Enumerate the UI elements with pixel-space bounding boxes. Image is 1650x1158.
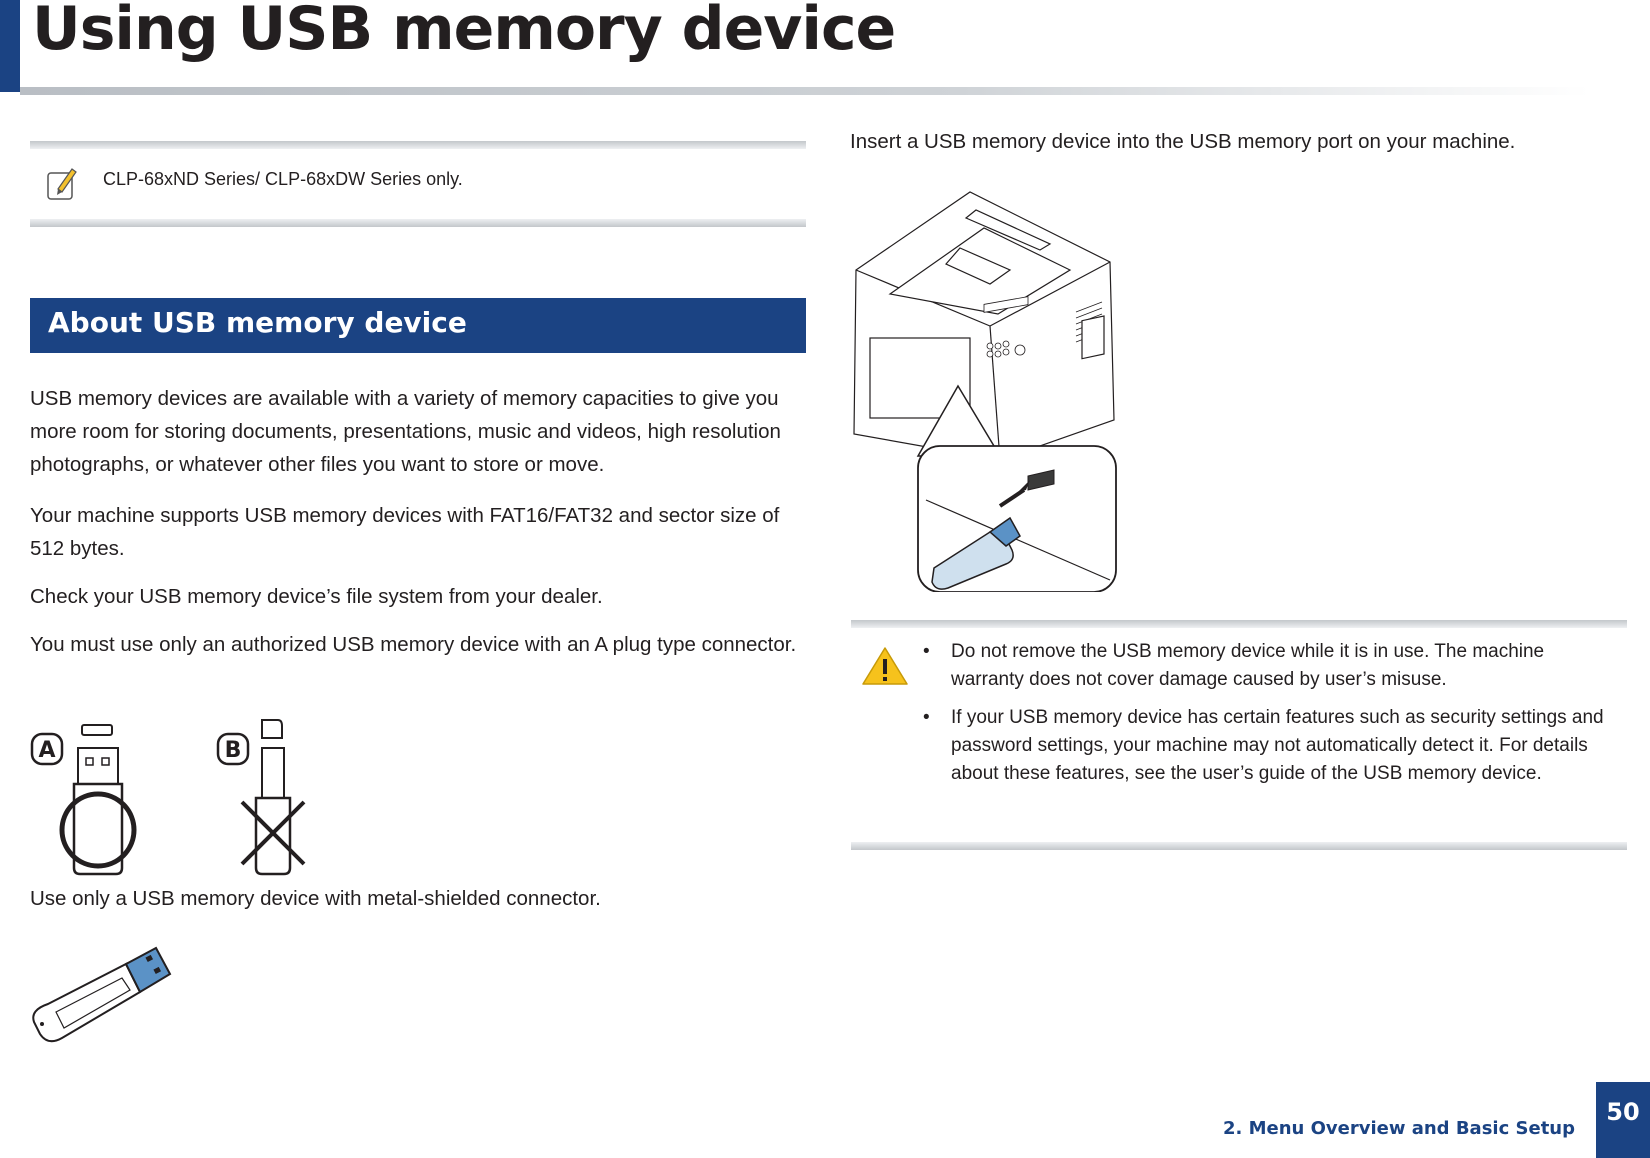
paragraph-file-system: Your machine supports USB memory devices…: [30, 504, 780, 560]
printer-illustration: [853, 191, 1115, 461]
usb-stick-illustration: [32, 946, 172, 1043]
title-accent-bar: [0, 0, 20, 92]
caution-box-bottom-shade: [851, 842, 1627, 850]
plug-a-label: A: [38, 738, 55, 763]
paragraph-capacities: USB memory devices are available with a …: [30, 387, 781, 476]
zoom-callout: [916, 384, 1117, 592]
note-text: CLP-68xND Series/ CLP-68xDW Series only.: [103, 169, 463, 189]
bullet-marker: •: [923, 641, 930, 662]
section-heading: About USB memory device: [30, 298, 806, 353]
section-heading-text: About USB memory device: [48, 306, 467, 339]
title-divider: [20, 87, 1590, 95]
plug-a-group: A: [30, 724, 137, 876]
caution-item-text: If your USB memory device has certain fe…: [951, 707, 1604, 784]
note-box-bottom-shade: [30, 219, 806, 227]
note-box: CLP-68xND Series/ CLP-68xDW Series only.: [30, 141, 806, 227]
caution-list: • Do not remove the USB memory device wh…: [919, 638, 1619, 798]
paragraph-plug-type: You must use only an authorized USB memo…: [30, 633, 797, 656]
caution-item: • Do not remove the USB memory device wh…: [919, 638, 1619, 694]
caution-item-text: Do not remove the USB memory device whil…: [951, 641, 1545, 690]
bullet-marker: •: [923, 707, 930, 728]
footer-chapter-label: 2. Menu Overview and Basic Setup: [1222, 1118, 1575, 1139]
paragraph-check-dealer: Check your USB memory device’s file syst…: [30, 585, 603, 608]
page-number: 50: [1596, 1082, 1650, 1158]
printer-usb-insert-illustration: [853, 191, 1117, 592]
pencil-note-icon: [47, 168, 77, 200]
right-intro-text: Insert a USB memory device into the USB …: [850, 130, 1516, 153]
note-box-top-shade: [30, 141, 806, 149]
warning-icon: [862, 647, 908, 685]
plug-b-label: B: [225, 738, 242, 763]
plug-type-figure: A B: [30, 719, 306, 876]
paragraph-metal-shielded: Use only a USB memory device with metal-…: [30, 887, 601, 910]
page-title: Using USB memory device: [32, 0, 896, 64]
caution-box: • Do not remove the USB memory device wh…: [851, 620, 1627, 850]
caution-box-top-shade: [851, 620, 1627, 628]
plug-b-group: B: [216, 719, 306, 876]
caution-item: • If your USB memory device has certain …: [919, 704, 1619, 788]
